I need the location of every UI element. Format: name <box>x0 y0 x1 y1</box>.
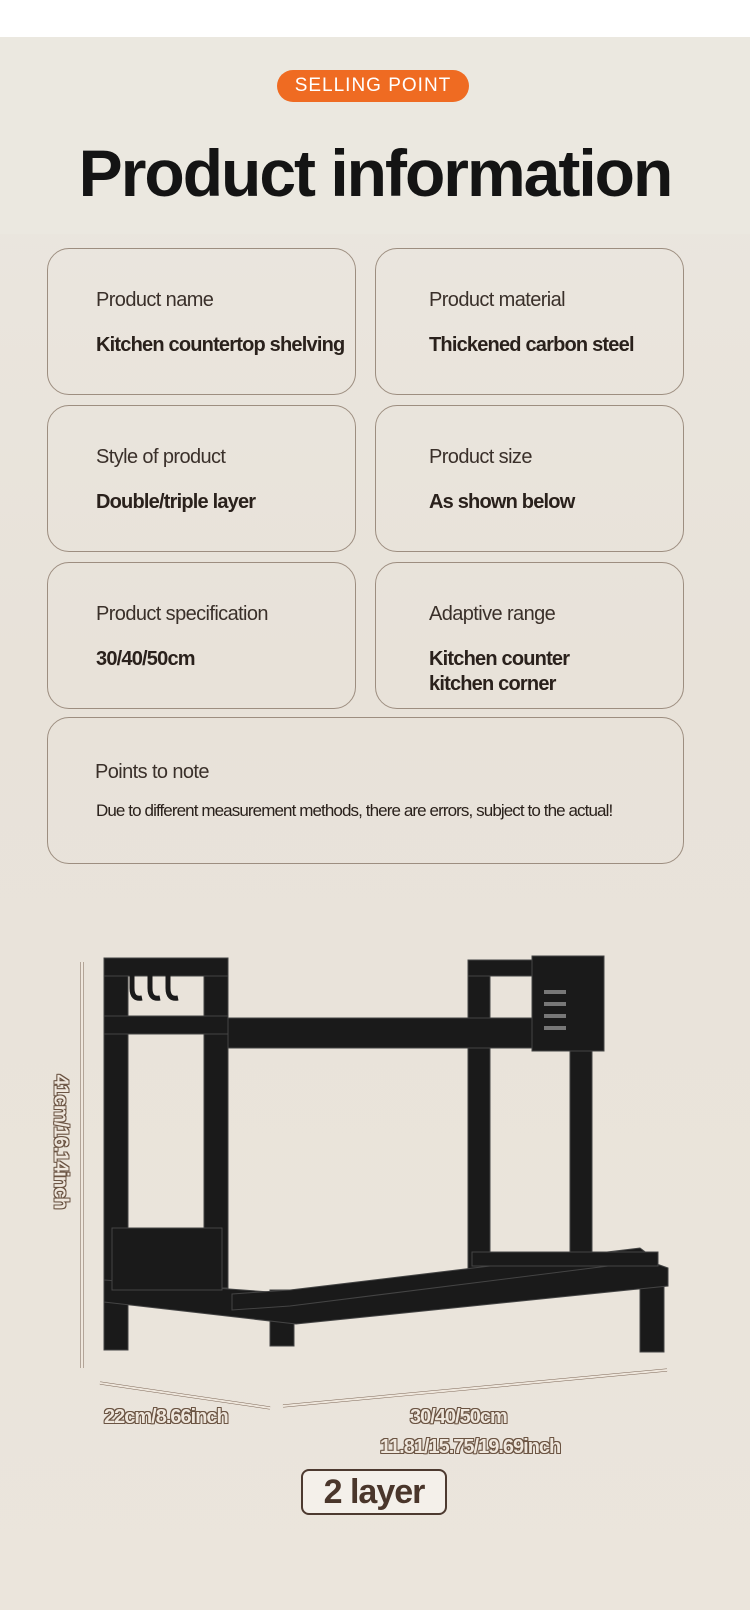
info-value: Thickened carbon steel <box>429 334 635 356</box>
info-value: 30/40/50cm <box>96 648 196 670</box>
page-title: Product information <box>78 136 674 210</box>
info-card-adaptive-range: Adaptive range Kitchen counter kitchen c… <box>375 562 684 709</box>
note-card: Points to note Due to different measurem… <box>47 717 684 864</box>
rack-illustration <box>80 955 669 1410</box>
selling-point-badge: SELLING POINT <box>277 70 469 102</box>
info-value: Double/triple layer <box>96 491 256 513</box>
rack-frame <box>103 955 669 1353</box>
note-text: Due to different measurement methods, th… <box>96 801 613 820</box>
info-card-product-name: Product name Kitchen countertop shelving <box>47 248 356 395</box>
info-card-product-size: Product size As shown below <box>375 405 684 552</box>
width-dimension-inch: 11.81/15.75/19.69inch <box>380 1436 561 1458</box>
header-band: SELLING POINT Product information <box>0 37 750 234</box>
hooks <box>129 960 179 1001</box>
info-label: Adaptive range <box>429 603 556 625</box>
dimension-arrows <box>80 962 668 1410</box>
layer-badge: 2 layer <box>301 1469 447 1515</box>
info-card-product-material: Product material Thickened carbon steel <box>375 248 684 395</box>
info-label: Product material <box>429 289 566 311</box>
info-value: Kitchen counter kitchen corner <box>429 648 570 695</box>
info-label: Product name <box>96 289 214 311</box>
info-value: As shown below <box>429 491 575 513</box>
info-card-style: Style of product Double/triple layer <box>47 405 356 552</box>
info-value: Kitchen countertop shelving <box>96 334 345 356</box>
note-label: Points to note <box>95 761 210 783</box>
width-dimension-cm: 30/40/50cm <box>410 1406 508 1428</box>
info-label: Product size <box>429 446 532 468</box>
depth-dimension: 22cm/8.66inch <box>104 1406 229 1428</box>
info-label: Style of product <box>96 446 226 468</box>
height-dimension: 41cm/16.14inch <box>49 1074 72 1209</box>
info-label: Product specification <box>96 603 269 625</box>
info-card-specification: Product specification 30/40/50cm <box>47 562 356 709</box>
knife-slots <box>544 990 566 1030</box>
